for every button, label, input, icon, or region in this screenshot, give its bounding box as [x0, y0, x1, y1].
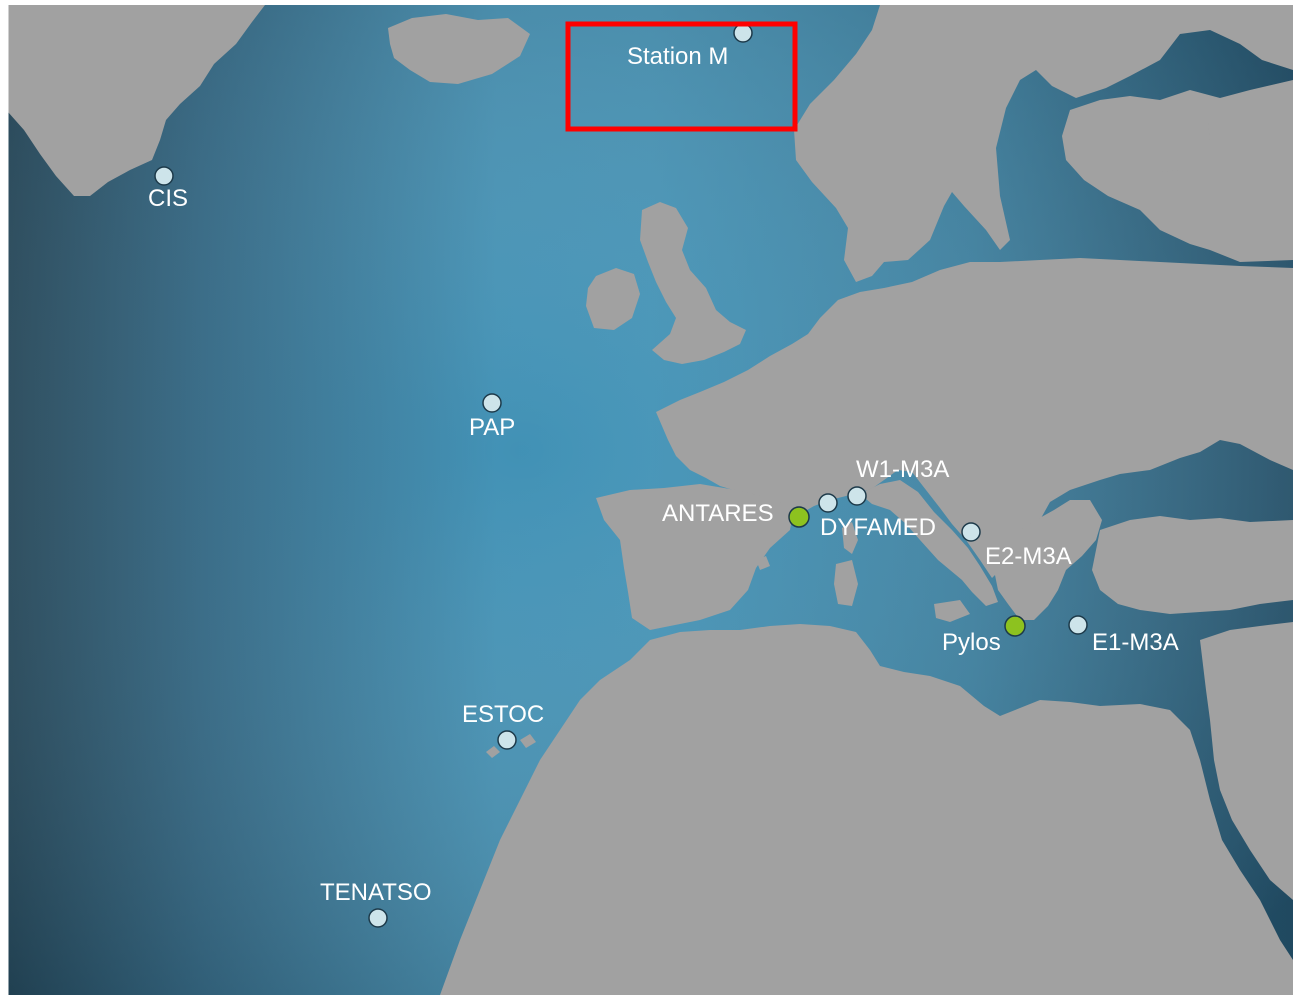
iberia — [596, 484, 794, 630]
corsica — [842, 522, 858, 554]
greenland — [8, 5, 265, 196]
africa — [440, 624, 1293, 995]
station-dyfamed[interactable]: DYFAMED — [818, 493, 936, 541]
station-label: PAP — [469, 414, 515, 441]
europe-mainland — [656, 258, 1293, 578]
station-marker — [818, 493, 838, 513]
station-label: Station M — [627, 43, 728, 70]
station-label: DYFAMED — [820, 514, 936, 541]
station-e2-m3a[interactable]: E2-M3A — [961, 522, 1072, 570]
station-marker — [788, 506, 810, 528]
asia-minor — [1092, 516, 1293, 614]
station-label: Pylos — [942, 629, 1001, 656]
scandinavia — [794, 5, 1293, 282]
station-label: CIS — [148, 185, 188, 212]
station-marker — [847, 486, 867, 506]
balkans — [992, 500, 1102, 620]
station-marker — [497, 730, 517, 750]
station-marker — [961, 522, 981, 542]
italy — [860, 480, 998, 606]
station-cis[interactable]: CIS — [148, 166, 188, 212]
station-marker — [1004, 615, 1026, 637]
station-estoc[interactable]: ESTOC — [462, 701, 544, 750]
station-pap[interactable]: PAP — [469, 393, 515, 441]
station-label: TENATSO — [320, 879, 432, 906]
lake-1 — [1150, 138, 1186, 172]
station-marker — [733, 23, 753, 43]
station-e1-m3a[interactable]: E1-M3A — [1068, 615, 1179, 656]
station-label: E1-M3A — [1092, 629, 1179, 656]
station-pylos[interactable]: Pylos — [942, 615, 1026, 656]
iceland — [388, 14, 530, 84]
station-station-m[interactable]: Station M — [627, 23, 753, 70]
great-britain — [640, 202, 746, 364]
lake-2 — [1208, 108, 1230, 146]
station-label: W1-M3A — [856, 456, 949, 483]
station-marker — [1068, 615, 1088, 635]
station-label: ESTOC — [462, 701, 544, 728]
station-label: E2-M3A — [985, 543, 1072, 570]
highlight-box — [565, 21, 798, 132]
middle-east — [1200, 622, 1293, 900]
station-label: ANTARES — [662, 500, 774, 527]
station-w1-m3a[interactable]: W1-M3A — [847, 456, 949, 506]
finland — [1062, 80, 1293, 262]
canary-islands-2 — [520, 734, 536, 748]
station-tenatso[interactable]: TENATSO — [320, 879, 432, 928]
station-marker — [482, 393, 502, 413]
station-antares[interactable]: ANTARES — [662, 500, 810, 528]
sicily — [934, 600, 970, 622]
sardinia — [834, 560, 858, 606]
balearic — [756, 556, 770, 570]
station-marker — [154, 166, 174, 186]
canary-islands — [486, 746, 500, 758]
ireland — [586, 268, 640, 330]
station-marker — [368, 908, 388, 928]
